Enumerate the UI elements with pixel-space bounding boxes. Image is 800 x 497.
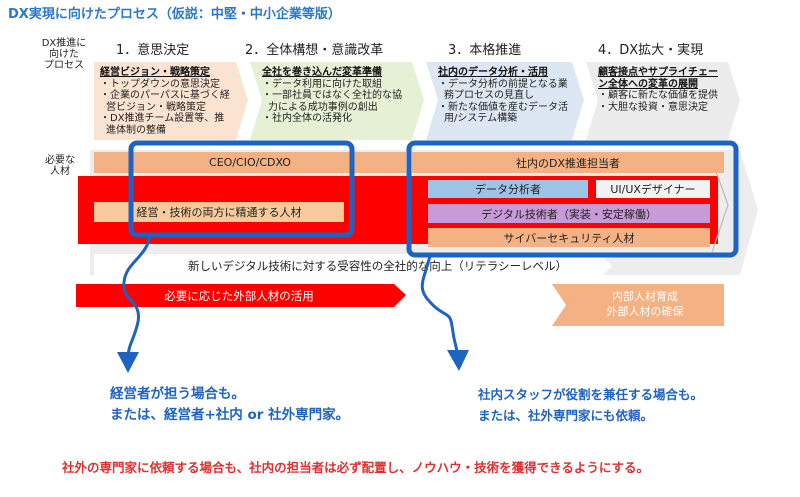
phase-4-heading: 顧客接点やサプライチェーン全体への変革の展開 <box>598 67 718 90</box>
list-item: ・データ利用に向けた取組 <box>262 78 382 90</box>
list-item-text: 一部社員ではなく全社的な協力による成功事例の創出 <box>268 90 402 113</box>
internal-talent-line: 外部人材の確保 <box>606 305 684 318</box>
literacy-bar-shape <box>94 254 612 278</box>
phase-4-list: ・顧客に新たな価値を提供 ・大胆な投資・意思決定 <box>598 90 726 113</box>
external-bar-shape <box>76 284 406 307</box>
list-item-text: DX推進チーム設置等、推進体制の整備 <box>106 113 225 136</box>
phase-4-box: 顧客接点やサプライチェーン全体への変革の展開 ・顧客に新たな価値を提供 ・大胆な… <box>594 64 730 142</box>
internal-bar-shape <box>552 284 724 326</box>
list-item: ・一部社員ではなく全社的な協力による成功事例の創出 <box>262 90 402 113</box>
internal-talent-box: 内部人材育成 外部人材の確保 <box>566 286 724 324</box>
list-item: ・顧客に新たな価値を提供 <box>598 90 718 101</box>
phase-1-heading: 経営ビジョン・戦略策定 <box>100 67 210 78</box>
phase-2-title: 2．全体構想・意識改革 <box>245 43 384 58</box>
phase-1-list: ・トップダウンの意思決定 ・企業のパーパスに基づく経営ビジョン・戦略策定 ・DX… <box>100 79 234 137</box>
phase-3-list: ・データ分析の前提となる業務プロセスの見直し ・新たな価値を産むデータ活用/シス… <box>438 79 570 125</box>
phase-3-box: 社内のデータ分析・活用 ・データ分析の前提となる業務プロセスの見直し ・新たな価… <box>434 64 574 142</box>
arrow-right-head <box>447 350 469 371</box>
highlight-frame-right <box>406 140 739 258</box>
data-analyst-bar: データ分析者 <box>428 180 588 198</box>
list-item-text: データ分析の前提となる業務プロセスの見直し <box>444 78 568 102</box>
highlight-frame-left <box>128 140 355 238</box>
band-chevron-outline <box>711 159 729 253</box>
note-bottom: 社外の専門家に依頼する場合も、社内の担当者は必ず配置し、ノウハウ・技術を獲得でき… <box>62 460 650 475</box>
list-item-text: 新たな価値を産むデータ活用/システム構築 <box>444 101 568 125</box>
literacy-bar: 新しいデジタル技術に対する受容性の全社的な向上（リテラシーレベル） <box>187 259 568 273</box>
phase-3-chevron <box>426 62 584 140</box>
phase-2-heading: 全社を巻き込んだ変革準備 <box>262 67 382 78</box>
process-row-label-line: DX推進に <box>41 38 87 49</box>
phase-4-title: 4．DX拡大・実現 <box>598 43 704 58</box>
phase-3-heading: 社内のデータ分析・活用 <box>438 67 548 78</box>
note-left: 経営者が担う場合も。 または、経営者+社内 or 社外専門家。 <box>110 384 349 426</box>
note-right-line: 社内スタッフが役割を兼任する場合も。 <box>478 387 704 402</box>
note-right: 社内スタッフが役割を兼任する場合も。 または、社外専門家にも依頼。 <box>478 384 703 426</box>
list-item: ・社内全体の活発化 <box>262 113 352 124</box>
phase-2-box: 全社を巻き込んだ変革準備 ・データ利用に向けた取組 ・一部社員ではなく全社的な協… <box>258 64 410 142</box>
list-item-text: 顧客に新たな価値を提供 <box>608 90 718 101</box>
list-item: ・新たな価値を産むデータ活用/システム構築 <box>438 101 568 125</box>
uiux-bar: UI/UXデザイナー <box>596 180 710 198</box>
list-item: ・トップダウンの意思決定 <box>100 78 220 90</box>
list-item: ・DX推進チーム設置等、推進体制の整備 <box>100 113 225 136</box>
talent-row-label-line: 人材 <box>50 166 70 177</box>
arrow-left-curve <box>122 234 152 360</box>
security-bar: サイバーセキュリティ人材 <box>428 228 710 247</box>
process-row-label-line: プロセス <box>44 60 84 71</box>
phase-4-chevron <box>586 62 740 140</box>
list-item-text: 社内全体の活発化 <box>272 113 352 124</box>
internal-talent-line: 内部人材育成 <box>612 290 678 303</box>
process-row-label: DX推進に 向けた プロセス <box>36 38 92 71</box>
talent-row-label-line: 必要な <box>45 155 75 166</box>
cxo-bar: CEO/CIO/CDXO <box>94 152 406 173</box>
list-item: ・企業のパーパスに基づく経営ビジョン・戦略策定 <box>100 90 230 113</box>
phase-2-chevron <box>250 62 424 140</box>
phase-1-box: 経営ビジョン・戦略策定 ・トップダウンの意思決定 ・企業のパーパスに基づく経営ビ… <box>96 64 238 142</box>
digital-eng-bar: デジタル技術者（実装・安定稼働） <box>428 204 710 223</box>
list-item-text: データ利用に向けた取組 <box>272 78 382 90</box>
talent-row-label: 必要な 人材 <box>38 155 82 177</box>
phase-3-title: 3．本格推進 <box>448 43 522 58</box>
arrow-right-curve <box>420 254 460 357</box>
phase-1-chevron <box>94 62 248 140</box>
list-item: ・データ分析の前提となる業務プロセスの見直し <box>438 78 568 102</box>
phase-1-title: 1．意思決定 <box>116 43 190 58</box>
note-left-line: 経営者が担う場合も。 <box>110 386 245 402</box>
page-title: DX実現に向けたプロセス（仮説：中堅・中小企業等版） <box>8 7 341 22</box>
biz-tech-bar: 経営・技術の両方に精通する人材 <box>94 202 344 222</box>
note-left-line: または、経営者+社内 or 社外専門家。 <box>110 407 350 423</box>
dx-lead-bar: 社内のDX推進担当者 <box>412 152 724 173</box>
external-talent-bar: 必要に応じた外部人材の活用 <box>164 288 314 303</box>
list-item: ・大胆な投資・意思決定 <box>598 101 708 113</box>
arrow-left-head <box>117 352 139 373</box>
list-item-text: 企業のパーパスに基づく経営ビジョン・戦略策定 <box>106 90 230 113</box>
list-item-text: トップダウンの意思決定 <box>110 78 220 90</box>
list-item-text: 大胆な投資・意思決定 <box>608 101 708 113</box>
process-row-label-line: 向けた <box>49 49 79 60</box>
phase-2-list: ・データ利用に向けた取組 ・一部社員ではなく全社的な協力による成功事例の創出 ・… <box>262 79 406 125</box>
note-right-line: または、社外専門家にも依頼。 <box>478 408 654 423</box>
